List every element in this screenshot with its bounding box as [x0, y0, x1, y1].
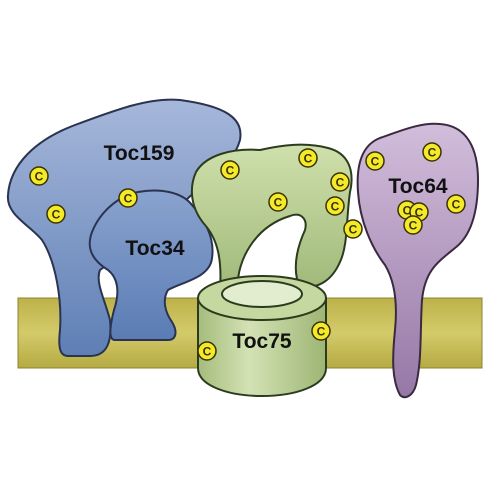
c-marker: C: [311, 321, 331, 341]
svg-text:C: C: [124, 192, 133, 206]
svg-text:C: C: [349, 223, 358, 237]
svg-text:C: C: [274, 196, 283, 210]
c-marker: C: [446, 194, 466, 214]
toc75-cylinder: [197, 297, 327, 398]
c-marker: C: [268, 192, 288, 212]
svg-text:C: C: [203, 345, 212, 359]
svg-text:C: C: [428, 146, 437, 160]
toc34-shape: [88, 189, 214, 341]
c-marker: C: [298, 148, 318, 168]
toc64-shape: [356, 122, 480, 399]
svg-text:C: C: [317, 325, 326, 339]
svg-text:C: C: [403, 204, 412, 218]
svg-text:C: C: [371, 155, 380, 169]
c-marker: C: [29, 166, 49, 186]
toc75-cylinder-hole: [221, 280, 303, 308]
c-marker: C: [118, 188, 138, 208]
svg-text:C: C: [226, 164, 235, 178]
svg-text:C: C: [452, 198, 461, 212]
c-marker: C: [343, 219, 363, 239]
c-marker: C: [422, 142, 442, 162]
toc75-label: Toc75: [232, 330, 291, 353]
c-marker: C: [325, 196, 345, 216]
svg-text:C: C: [35, 170, 44, 184]
toc159-label: Toc159: [104, 142, 175, 165]
toc75-upper-shape: [190, 143, 353, 294]
c-marker: C: [365, 151, 385, 171]
c-marker: C: [403, 215, 423, 235]
toc64-label: Toc64: [388, 175, 447, 198]
c-marker: C: [197, 341, 217, 361]
svg-text:C: C: [52, 208, 61, 222]
svg-text:C: C: [304, 152, 313, 166]
c-marker: C: [220, 160, 240, 180]
c-marker: C: [330, 172, 350, 192]
c-marker: C: [46, 204, 66, 224]
svg-text:C: C: [331, 200, 340, 214]
svg-text:C: C: [336, 176, 345, 190]
toc34-label: Toc34: [125, 237, 184, 260]
svg-text:C: C: [415, 206, 424, 220]
svg-text:C: C: [409, 219, 418, 233]
